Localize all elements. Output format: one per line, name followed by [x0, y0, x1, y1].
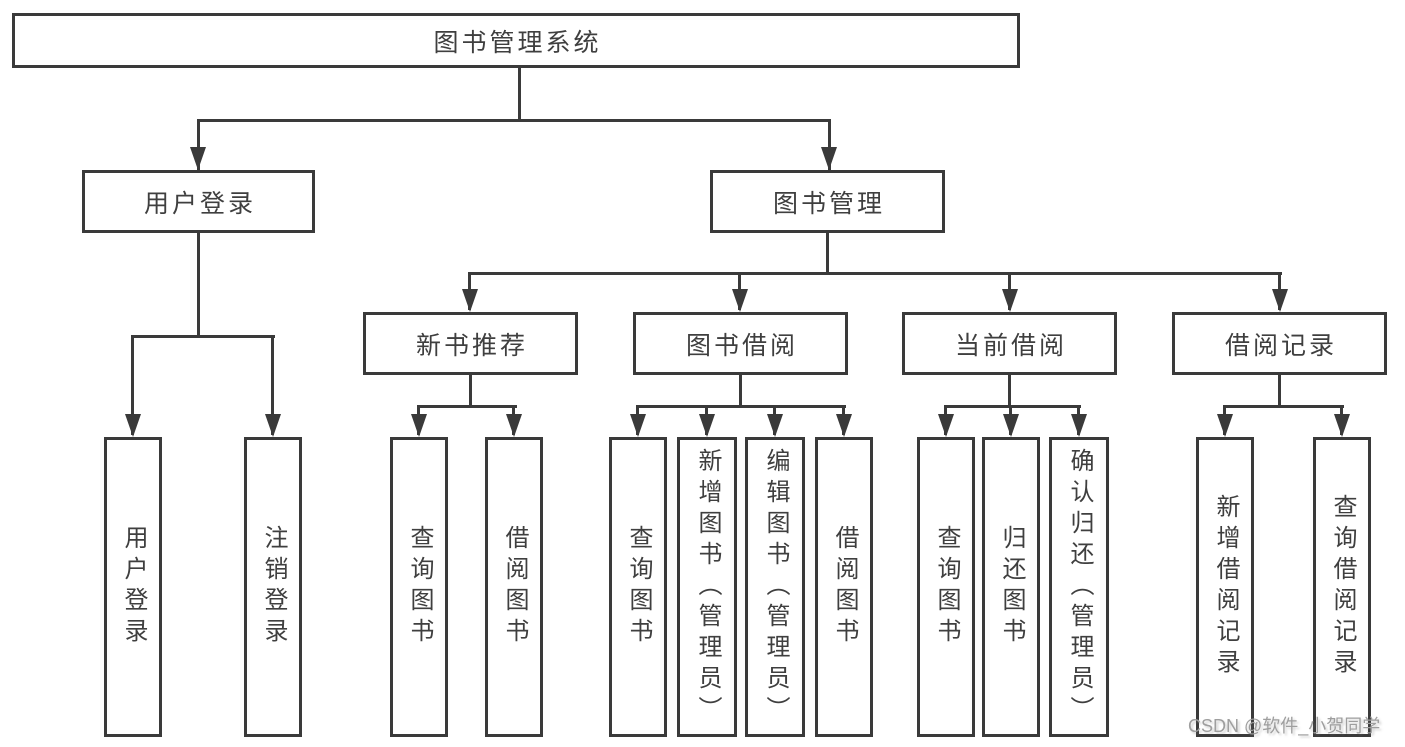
- arrowhead-down-icon: [938, 414, 954, 437]
- leaf-rec-query-books-label: 查询图书: [406, 525, 433, 649]
- connector-line: [636, 405, 846, 408]
- arrowhead-down-icon: [1002, 289, 1018, 312]
- connector-line: [197, 233, 200, 338]
- arrowhead-down-icon: [630, 414, 646, 437]
- arrowhead-down-icon: [1071, 414, 1087, 437]
- connector-line: [1278, 375, 1281, 408]
- node-borrow-records: 借阅记录: [1172, 312, 1387, 375]
- leaf-user-login-label: 用户登录: [120, 525, 147, 649]
- connector-line: [271, 335, 274, 435]
- arrowhead-down-icon: [767, 414, 783, 437]
- arrowhead-down-icon: [1217, 414, 1233, 437]
- leaf-rec-query-books: 查询图书: [390, 437, 448, 737]
- node-current-borrow: 当前借阅: [902, 312, 1117, 375]
- arrowhead-down-icon: [125, 414, 141, 437]
- connector-line: [944, 405, 1081, 408]
- connector-line: [1223, 405, 1344, 408]
- node-new-book-recommend-label: 新书推荐: [415, 331, 528, 360]
- arrowhead-down-icon: [411, 414, 427, 437]
- leaf-user-login: 用户登录: [104, 437, 162, 737]
- connector-line: [518, 68, 521, 122]
- leaf-rec-borrow-books-label: 借阅图书: [501, 525, 528, 649]
- node-root-label: 图书管理系统: [433, 28, 602, 57]
- connector-line: [417, 405, 517, 408]
- leaf-bb-borrow-books-label: 借阅图书: [831, 525, 858, 649]
- arrowhead-down-icon: [1003, 414, 1019, 437]
- connector-line: [197, 119, 200, 170]
- leaf-bb-add-books: 新增图书（管理员）: [677, 437, 737, 737]
- arrowhead-down-icon: [190, 147, 206, 170]
- leaf-bb-query-books: 查询图书: [609, 437, 667, 737]
- leaf-bb-add-books-label: 新增图书（管理员）: [694, 447, 721, 727]
- leaf-bb-borrow-books: 借阅图书: [815, 437, 873, 737]
- connector-line: [1008, 375, 1011, 408]
- node-user-login-label: 用户登录: [143, 189, 256, 218]
- leaf-rec-borrow-books: 借阅图书: [485, 437, 543, 737]
- node-book-management-label: 图书管理: [772, 189, 885, 218]
- leaf-bb-edit-books: 编辑图书（管理员）: [745, 437, 805, 737]
- leaf-br-add-record-label: 新增借阅记录: [1212, 494, 1239, 680]
- node-user-login: 用户登录: [82, 170, 315, 233]
- arrowhead-down-icon: [821, 147, 837, 170]
- leaf-cb-confirm-return-label: 确认归还（管理员）: [1066, 447, 1093, 727]
- leaf-logout-label: 注销登录: [260, 525, 287, 649]
- leaf-logout: 注销登录: [244, 437, 302, 737]
- connector-line: [826, 233, 829, 275]
- node-book-borrow-label: 图书借阅: [685, 331, 798, 360]
- leaf-cb-query-books-label: 查询图书: [933, 525, 960, 649]
- leaf-bb-edit-books-label: 编辑图书（管理员）: [762, 447, 789, 727]
- node-root: 图书管理系统: [12, 13, 1020, 68]
- arrowhead-down-icon: [732, 289, 748, 312]
- arrowhead-down-icon: [699, 414, 715, 437]
- connector-line: [469, 375, 472, 408]
- leaf-br-query-record: 查询借阅记录: [1313, 437, 1371, 737]
- node-new-book-recommend: 新书推荐: [363, 312, 578, 375]
- arrowhead-down-icon: [1272, 289, 1288, 312]
- connector-line: [739, 375, 742, 408]
- arrowhead-down-icon: [265, 414, 281, 437]
- connector-line: [828, 119, 831, 170]
- connector-line: [131, 335, 134, 435]
- leaf-cb-return-books-label: 归还图书: [998, 525, 1025, 649]
- arrowhead-down-icon: [462, 289, 478, 312]
- connector-line: [197, 119, 830, 122]
- arrowhead-down-icon: [836, 414, 852, 437]
- leaf-br-query-record-label: 查询借阅记录: [1329, 494, 1356, 680]
- csdn-watermark: CSDN @软件_小贺同学: [1188, 716, 1381, 736]
- connector-line: [131, 335, 275, 338]
- node-borrow-records-label: 借阅记录: [1224, 331, 1337, 360]
- leaf-cb-query-books: 查询图书: [917, 437, 975, 737]
- leaf-br-add-record: 新增借阅记录: [1196, 437, 1254, 737]
- leaf-cb-return-books: 归还图书: [982, 437, 1040, 737]
- arrowhead-down-icon: [506, 414, 522, 437]
- arrowhead-down-icon: [1334, 414, 1350, 437]
- node-book-borrow: 图书借阅: [633, 312, 848, 375]
- leaf-cb-confirm-return: 确认归还（管理员）: [1049, 437, 1109, 737]
- node-book-management: 图书管理: [710, 170, 945, 233]
- node-current-borrow-label: 当前借阅: [954, 331, 1067, 360]
- connector-line: [468, 272, 1282, 275]
- leaf-bb-query-books-label: 查询图书: [625, 525, 652, 649]
